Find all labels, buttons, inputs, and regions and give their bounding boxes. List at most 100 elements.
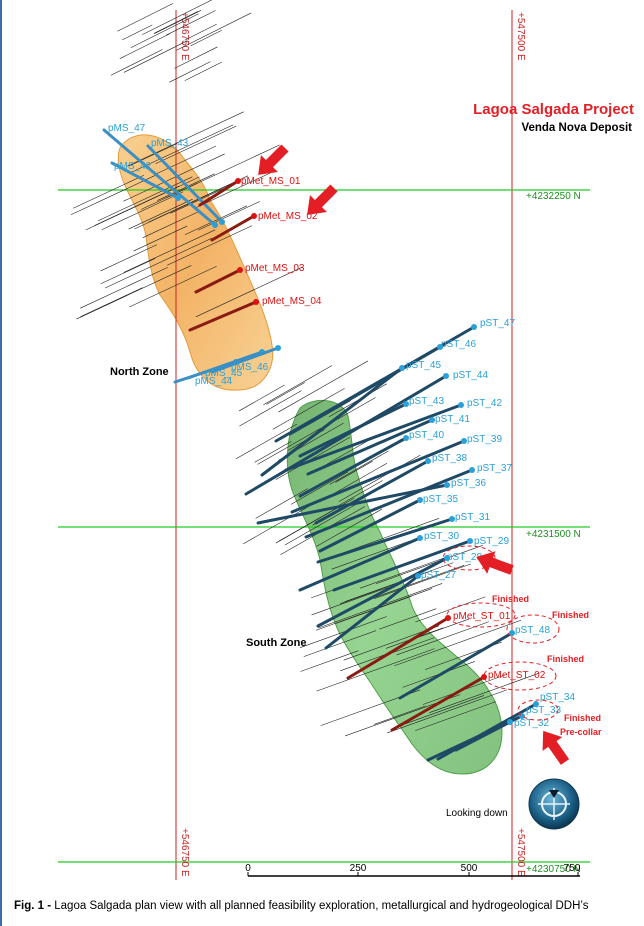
- hole-collar-pst-29: [467, 538, 473, 544]
- hole-collar-pst-37: [469, 467, 475, 473]
- hole-collar-pst-39: [461, 438, 467, 444]
- north-upper-trace-6: [154, 11, 199, 34]
- hole-collar-pst-36: [444, 482, 450, 488]
- hole-trace-pst-48: [398, 631, 514, 700]
- hole-trace-pst-29: [332, 539, 472, 592]
- hole-collar-pst-35: [417, 497, 423, 503]
- hole-label-pst-28: pST_28: [447, 552, 482, 563]
- hole-label-pst-35: pST_35: [423, 494, 458, 505]
- status-finished-1: Finished: [492, 594, 529, 604]
- hole-trace-pst-30: [298, 536, 422, 592]
- south-trace-15: [338, 480, 383, 506]
- hole-label-pst-40: pST_40: [409, 430, 444, 441]
- hole-trace-pmet-ms-03: [194, 268, 242, 294]
- hole-label-pst-42: pST_42: [467, 398, 502, 409]
- scale-tick-250: 250: [350, 863, 367, 874]
- south-lower-trace-3: [363, 565, 465, 602]
- south-trace-18: [335, 460, 373, 483]
- south-lower-trace-18: [397, 695, 485, 727]
- south-trace-14: [235, 423, 297, 460]
- north-trace-5: [100, 244, 158, 272]
- hole-label-pst-36: pST_36: [451, 478, 486, 489]
- hole-trace-pst-40: [298, 436, 408, 498]
- status-precollar: Pre-collar: [560, 727, 602, 737]
- south-lower-trace-1: [303, 630, 377, 657]
- north-trace-6: [142, 210, 201, 238]
- hole-trace-pst-28: [316, 556, 449, 628]
- north-trace-33: [130, 124, 234, 173]
- south-lower-trace-31: [387, 689, 508, 734]
- hole-label-pms-45: pMS_45: [205, 368, 243, 379]
- hole-collar-pst-44: [443, 373, 449, 379]
- hole-trace-pst-36: [256, 483, 449, 525]
- hole-label-pst-27: pST_27: [421, 570, 456, 581]
- north-upper-trace-5: [184, 61, 222, 81]
- north-upper-trace-9: [122, 24, 153, 41]
- figure-caption: Fig. 1 - Lagoa Salgada plan view with al…: [14, 900, 588, 912]
- hole-collar-pst-48: [509, 630, 515, 636]
- south-lower-trace-15: [396, 621, 489, 656]
- status-finished-3: Finished: [547, 654, 584, 664]
- hole-label-pmet-st-02: pMet_ST_02: [488, 670, 546, 681]
- south-trace-0: [238, 384, 285, 412]
- north-trace-1: [101, 191, 184, 231]
- north-trace-14: [80, 287, 143, 317]
- north-trace-25: [195, 266, 303, 318]
- hole-collar-pst-34: [533, 701, 539, 707]
- north-trace-19: [123, 229, 216, 273]
- hole-collar-pst-43: [403, 401, 409, 407]
- north-trace-29: [165, 144, 280, 199]
- hole-label-pms-46: pMS_46: [231, 362, 269, 373]
- hole-trace-pst-38: [314, 459, 430, 525]
- hole-collar-pst-38: [425, 458, 431, 464]
- north-trace-0: [133, 225, 188, 252]
- hole-trace-pst-39: [290, 439, 466, 514]
- hole-collar-pst-46: [437, 344, 443, 350]
- hole-collar-pmet-ms-03: [237, 267, 243, 273]
- north-trace-10: [157, 173, 215, 201]
- status-ellipse-pmet-st01: [446, 602, 516, 628]
- south-trace-8: [316, 508, 383, 547]
- north-upper-trace-12: [110, 49, 163, 76]
- north-upper-trace-1: [123, 40, 188, 73]
- south-lower-trace-0: [316, 648, 435, 692]
- northing-label-4231500: +4231500 N: [526, 529, 581, 540]
- north-trace-3: [123, 153, 225, 202]
- north-upper-trace-8: [130, 13, 199, 49]
- hole-label-pst-46: pST_46: [441, 339, 476, 350]
- south-zone-label: South Zone: [246, 637, 307, 649]
- scale-tick-750: 750: [564, 863, 581, 874]
- south-lower-trace-16: [379, 608, 437, 630]
- hole-collar-pms-47: [212, 222, 218, 228]
- north-trace-21: [134, 179, 240, 230]
- hole-collar-pmet-st-02: [481, 674, 487, 680]
- north-upper-trace-15: [142, 0, 213, 35]
- south-trace-23: [275, 504, 343, 544]
- hole-collar-pst-47: [471, 324, 477, 330]
- hole-collar-pst-41: [429, 417, 435, 423]
- hole-collar-pst-28: [444, 555, 450, 561]
- hole-collar-pms-42: [175, 195, 181, 201]
- south-trace-7: [275, 436, 351, 480]
- north-trace-7: [76, 265, 192, 320]
- south-trace-25: [257, 427, 322, 465]
- planned-drill-holes: [102, 128, 539, 762]
- hole-label-pst-31: pST_31: [455, 512, 490, 523]
- hole-label-pst-32: pST_32: [514, 718, 549, 729]
- south-lower-trace-29: [300, 650, 359, 672]
- north-upper-trace-13: [176, 12, 252, 51]
- north-trace-8: [85, 176, 200, 231]
- hole-label-pmet-ms-01: pMet_MS_01: [241, 176, 301, 187]
- northing-label-4230750: +4230750 N: [526, 864, 581, 875]
- north-trace-28: [97, 176, 193, 222]
- hole-collar-pst-31: [449, 516, 455, 522]
- status-finished-2: Finished: [552, 610, 589, 620]
- hole-collar-pmet-ms-04: [253, 299, 259, 305]
- south-lower-trace-11: [376, 545, 483, 585]
- easting-label-top-2: +547500 E: [515, 12, 526, 61]
- north-trace-11: [198, 201, 261, 231]
- north-upper-trace-7: [153, 10, 202, 35]
- status-finished-4: Finished: [564, 713, 601, 723]
- hole-collar-pmet-ms-02: [251, 213, 257, 219]
- hole-collar-pst-42: [458, 402, 464, 408]
